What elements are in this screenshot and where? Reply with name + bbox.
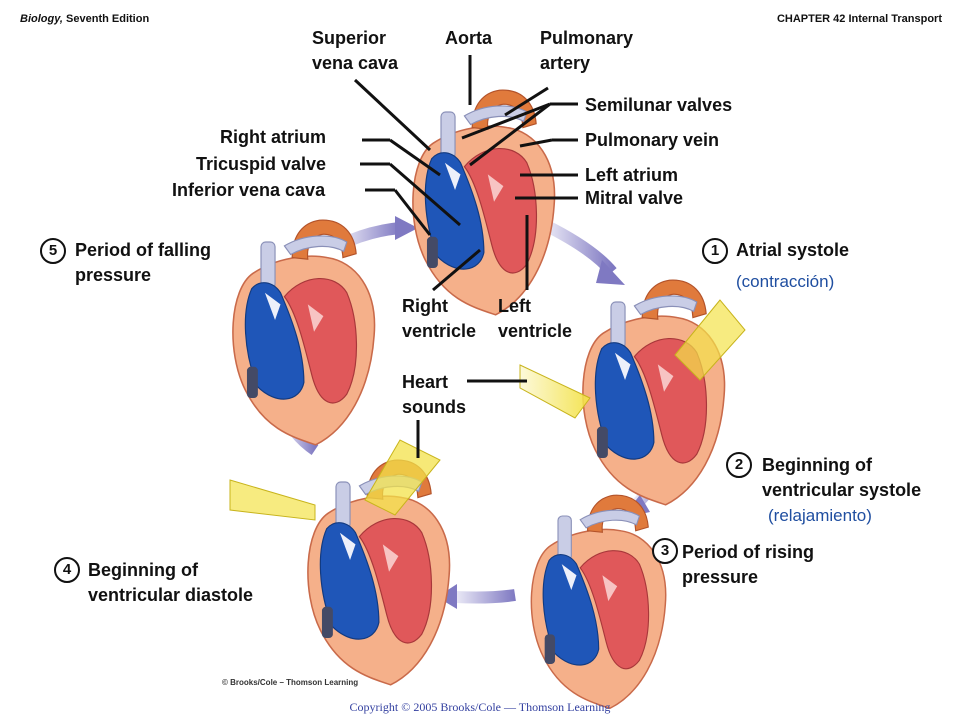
phase-1-number: 1: [702, 238, 728, 264]
phase-4-number: 4: [54, 557, 80, 583]
label-mitral-valve: Mitral valve: [585, 188, 684, 208]
heart-atrial-systole: [582, 279, 726, 506]
cycle-arrow-5-head: [395, 216, 418, 240]
leader-lines: [353, 55, 578, 458]
heart-sound-cone-4: [364, 439, 441, 516]
heart-falling-pressure: [232, 219, 376, 446]
heart-sound-cone-2: [674, 299, 746, 381]
phase-5-number: 5: [40, 238, 66, 264]
label-pulmonary-vein: Pulmonary vein: [585, 130, 720, 150]
label-right-atrium: Right atrium: [220, 127, 326, 147]
book-edition: Seventh Edition: [66, 13, 150, 25]
chapter-header: CHAPTER 42 Internal Transport: [776, 13, 942, 25]
cycle-arrow-3: [454, 589, 516, 604]
book-header: Biology, Seventh Edition: [20, 13, 149, 25]
phase-2-number: 2: [726, 452, 752, 478]
phase-1-label: Atrial systole: [736, 240, 850, 260]
phase-3-number: 3: [652, 538, 678, 564]
heart-rising-pressure: [530, 494, 667, 710]
heart-sound-cone-1: [519, 364, 591, 419]
phase-2-note: (relajamiento): [768, 506, 872, 525]
cycle-arrow-1-head: [596, 260, 625, 285]
image-credit: © Brooks/Cole – Thomson Learning: [222, 678, 359, 687]
label-inferior-vena-cava: Inferior vena cava: [172, 180, 326, 200]
heart-sound-cone-3: [229, 479, 316, 521]
copyright-footer: Copyright © 2005 Brooks/Cole — Thomson L…: [349, 700, 611, 714]
label-left-atrium: Left atrium: [585, 165, 679, 185]
phase-1-note: (contracción): [736, 272, 835, 291]
label-tricuspid-valve: Tricuspid valve: [196, 154, 327, 174]
label-aorta: Aorta: [445, 28, 493, 48]
book-title: Biology,: [20, 13, 63, 25]
label-semilunar-valves: Semilunar valves: [585, 95, 733, 115]
